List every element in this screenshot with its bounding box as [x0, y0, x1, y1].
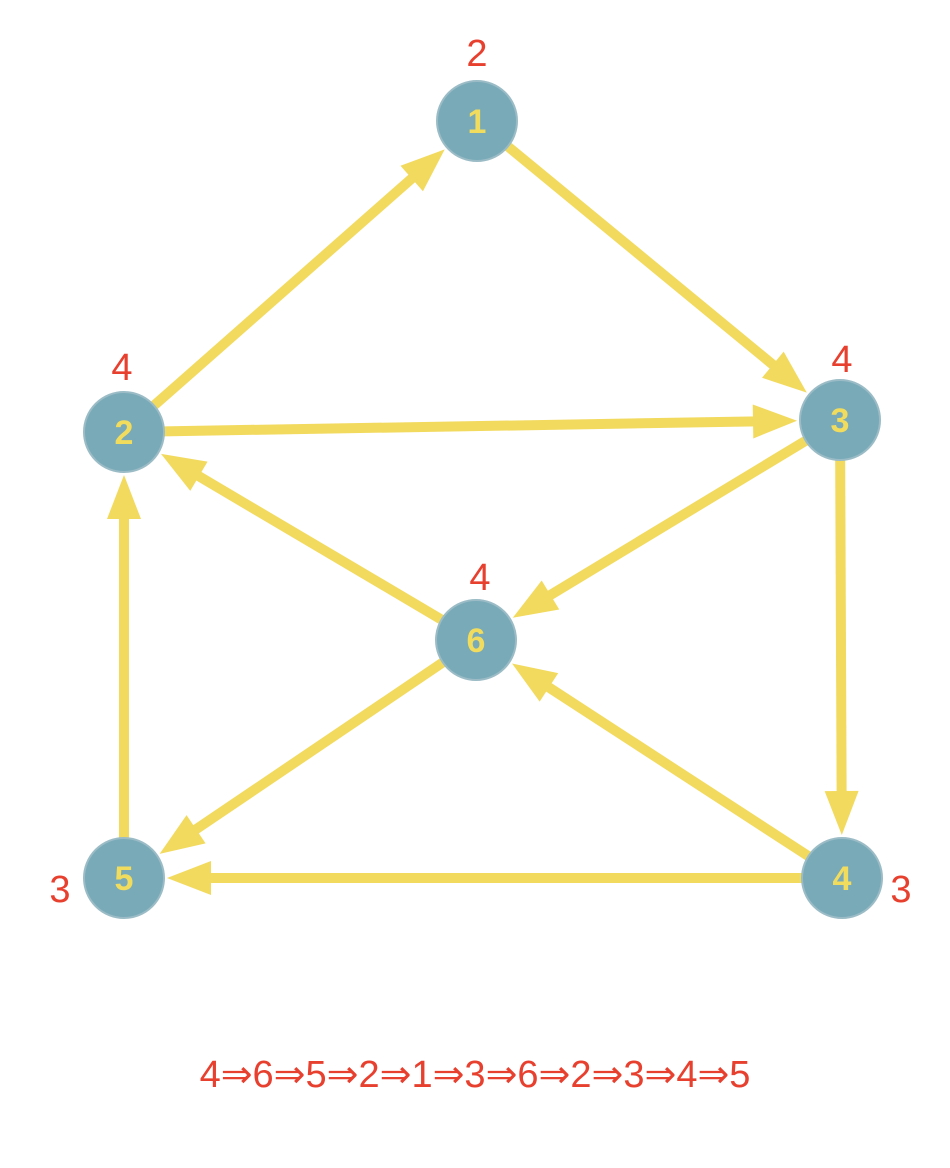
- euler-path-sequence: 4⇒6⇒5⇒2⇒1⇒3⇒6⇒2⇒3⇒4⇒5: [200, 1054, 751, 1096]
- edge-line: [504, 142, 780, 372]
- node-circle: [83, 837, 165, 919]
- node-circle: [83, 391, 165, 473]
- node-degree-label-2: 4: [111, 347, 132, 389]
- node-degree-label-3: 4: [831, 339, 852, 381]
- edge-2-to-1: [150, 149, 445, 410]
- edge-3-to-6: [512, 436, 809, 618]
- arrowhead-icon: [400, 149, 445, 192]
- graph-node-5: 5: [83, 837, 165, 919]
- arrowhead-icon: [512, 580, 560, 618]
- edge-line: [163, 416, 758, 437]
- node-degree-label-4: 3: [890, 869, 911, 911]
- arrowhead-icon: [752, 404, 798, 439]
- edge-line: [150, 172, 419, 410]
- arrowhead-icon: [161, 453, 208, 491]
- node-label: 5: [115, 860, 134, 898]
- graph-node-2: 2: [83, 391, 165, 473]
- edge-line: [189, 658, 446, 836]
- edge-6-to-2: [161, 453, 445, 624]
- arrowhead-icon: [824, 790, 859, 836]
- graph-node-3: 3: [799, 379, 881, 461]
- edge-2-to-3: [163, 404, 798, 439]
- node-label: 1: [468, 103, 487, 141]
- node-label: 2: [115, 414, 134, 452]
- edge-6-to-5: [159, 658, 446, 854]
- node-circle: [436, 80, 518, 162]
- node-label: 4: [833, 860, 852, 898]
- node-circle: [801, 837, 883, 919]
- arrowhead-icon: [107, 475, 141, 519]
- arrowhead-icon: [762, 351, 807, 393]
- node-label: 3: [831, 402, 850, 440]
- edge-line: [542, 681, 812, 861]
- nodes-layer: 1 2 3 4 5 6: [83, 80, 883, 919]
- graph-node-6: 6: [435, 599, 517, 681]
- edge-4-to-6: [512, 663, 812, 861]
- arrowhead-icon: [167, 861, 211, 895]
- graph-node-1: 1: [436, 80, 518, 162]
- edge-line: [192, 469, 445, 624]
- node-degree-label-1: 2: [466, 33, 487, 75]
- edge-5-to-2: [107, 475, 141, 838]
- node-degree-label-5: 3: [49, 869, 70, 911]
- node-label: 6: [467, 622, 486, 660]
- edge-3-to-4: [824, 459, 859, 836]
- arrowhead-icon: [512, 663, 559, 702]
- edge-line: [544, 436, 809, 602]
- arrowhead-icon: [159, 815, 206, 854]
- node-degree-label-6: 4: [469, 557, 490, 599]
- edges-layer: [107, 142, 859, 895]
- node-circle: [799, 379, 881, 461]
- edge-line: [835, 459, 847, 796]
- edge-4-to-5: [167, 861, 802, 895]
- graph-node-4: 4: [801, 837, 883, 919]
- edge-1-to-3: [504, 142, 807, 393]
- node-circle: [435, 599, 517, 681]
